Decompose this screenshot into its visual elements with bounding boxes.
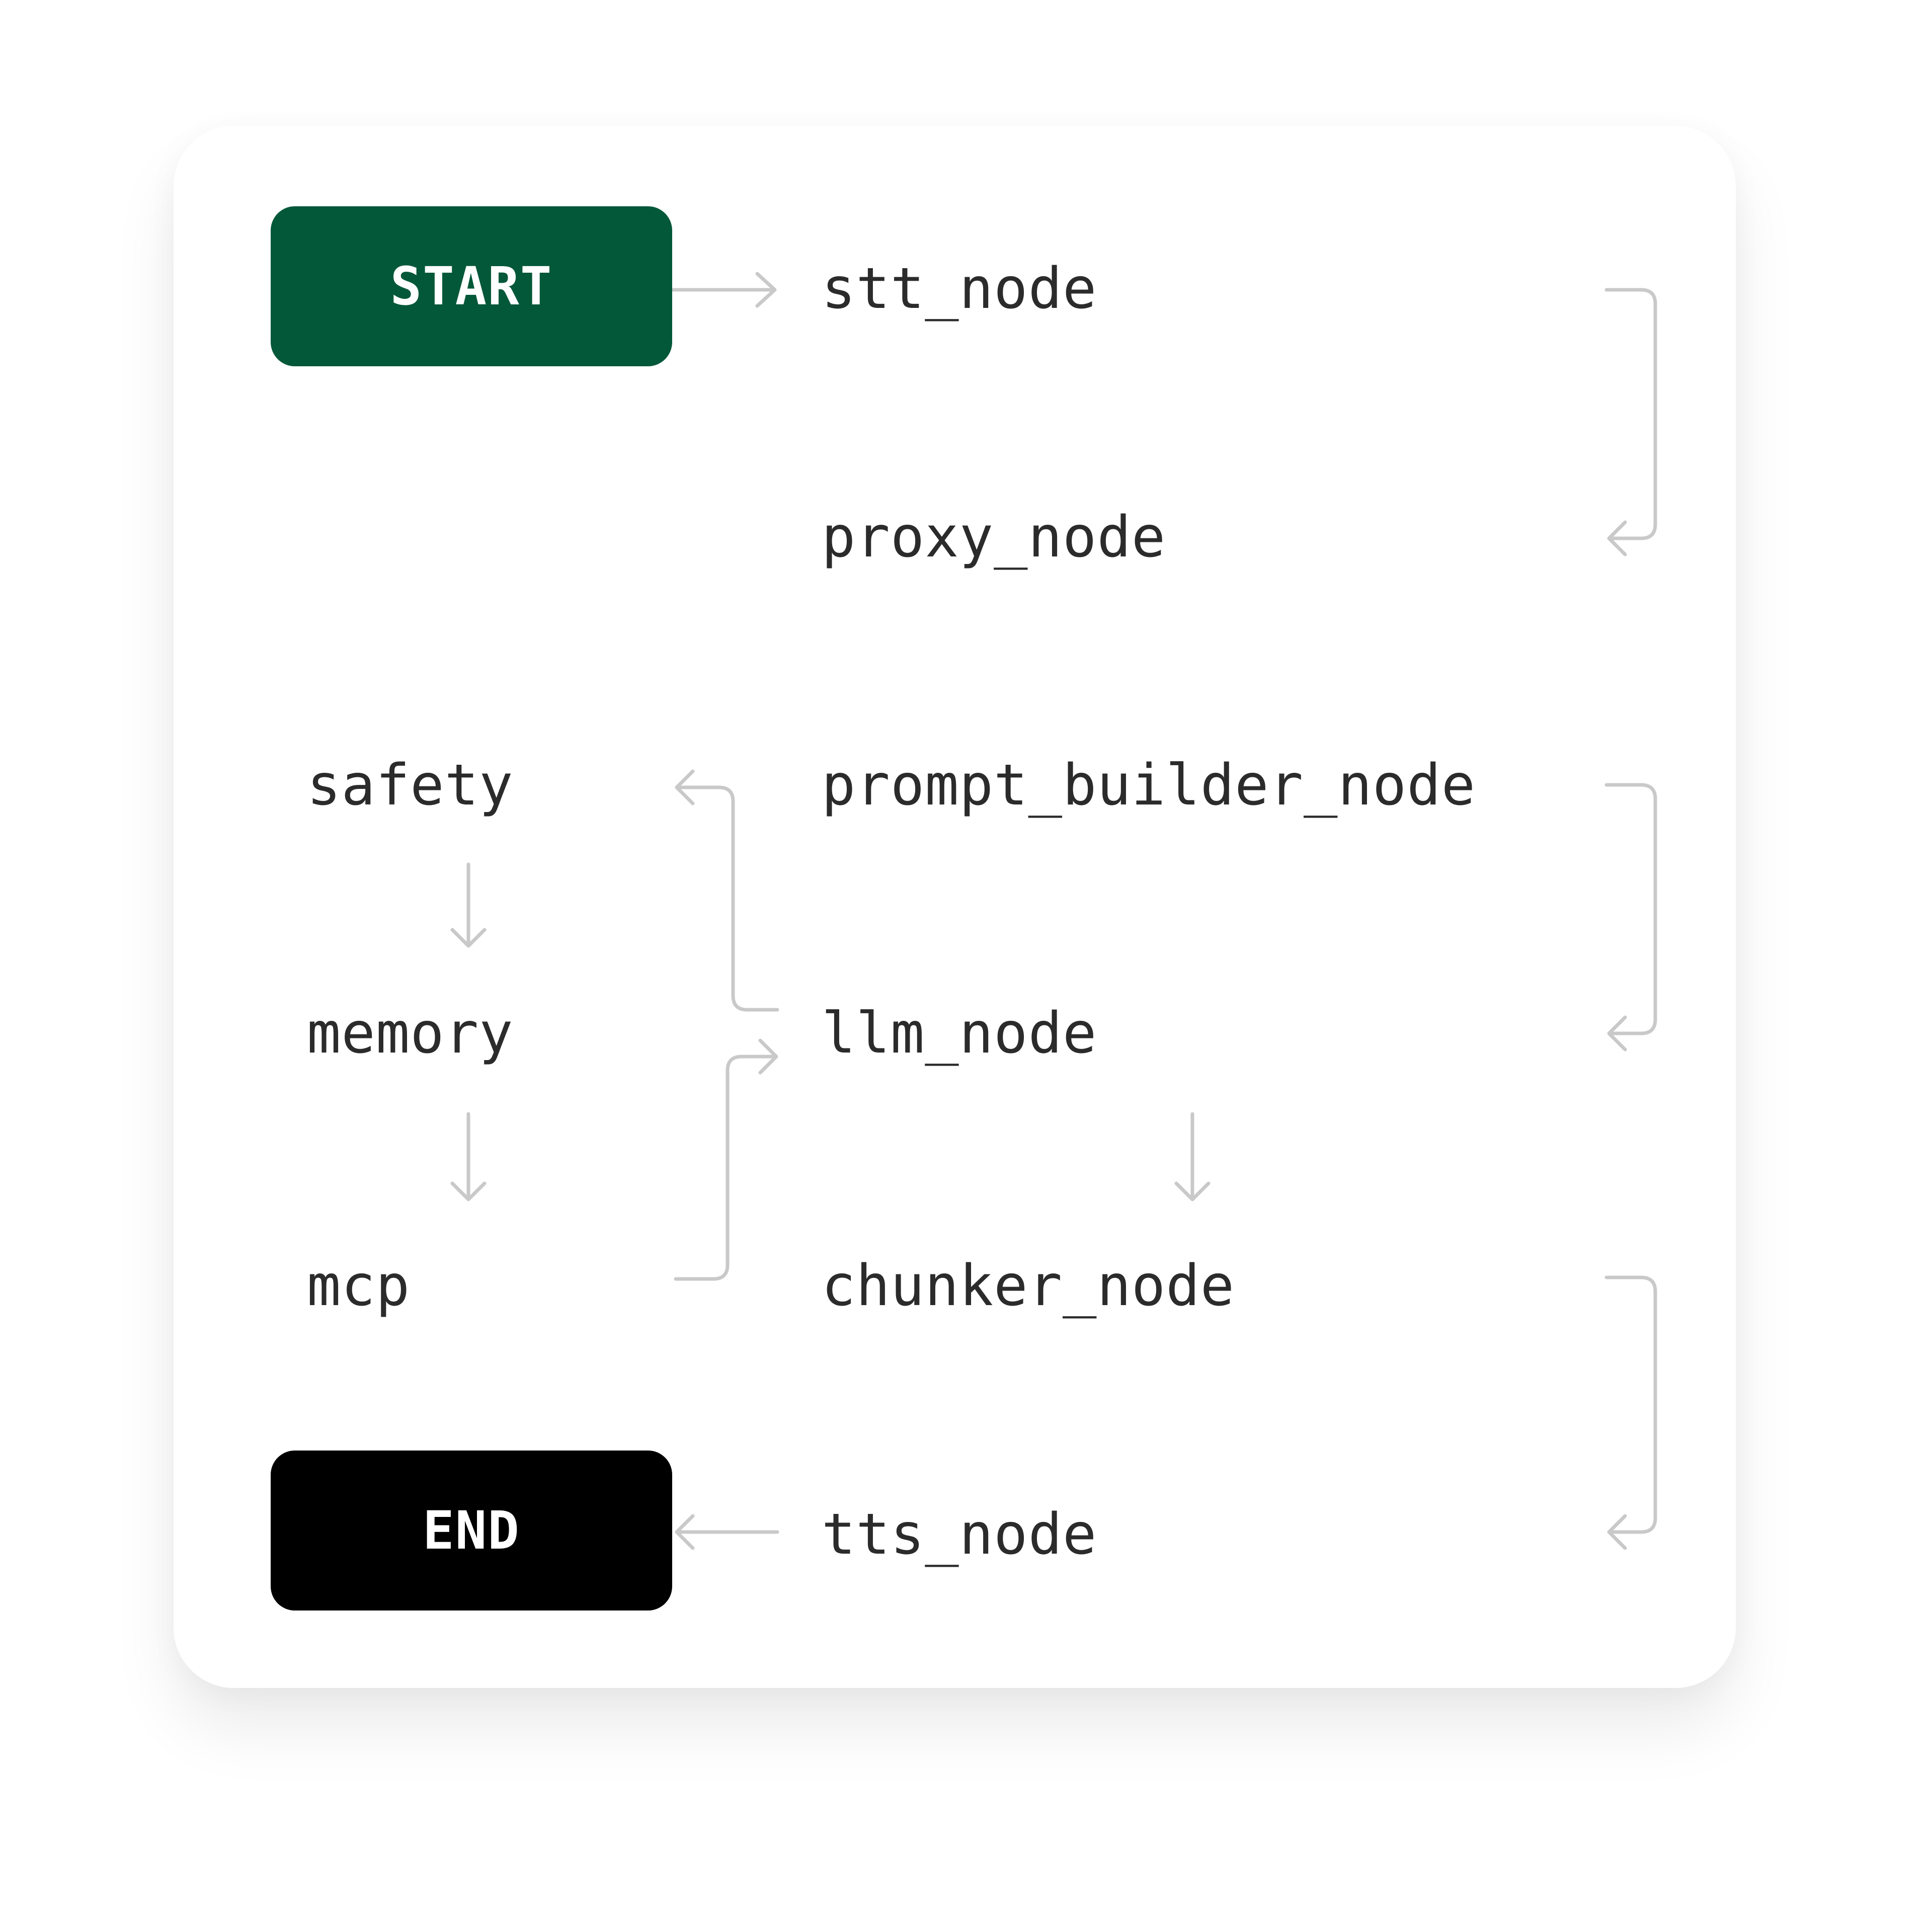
node-safety[interactable]: safety [307,753,514,818]
node-memory[interactable]: memory [307,1001,514,1066]
node-chunker[interactable]: chunker_node [822,1253,1235,1319]
edge-mcp-to-llm [674,1038,778,1281]
edge-chunker-to-tts [1604,1275,1657,1550]
edge-stt-to-proxy [1604,288,1657,556]
edge-tts-to-end [675,1514,779,1550]
edge-llm-to-safety [675,769,779,1012]
end-node[interactable]: END [271,1451,672,1611]
start-node[interactable]: START [271,206,672,366]
diagram-card [174,126,1736,1688]
node-mcp[interactable]: mcp [307,1253,411,1319]
node-stt[interactable]: stt_node [822,256,1097,321]
edge-llm-to-chunker [1174,1112,1211,1201]
edge-safety-to-memory [450,862,487,948]
edge-memory-to-mcp [450,1112,487,1201]
edge-prompt-to-llm [1604,783,1657,1052]
node-llm[interactable]: llm_node [822,1001,1097,1066]
node-tts[interactable]: tts_node [822,1502,1097,1567]
node-prompt-builder[interactable]: prompt_builder_node [822,753,1476,818]
edge-start-to-stt [671,272,777,308]
node-proxy[interactable]: proxy_node [822,505,1166,570]
